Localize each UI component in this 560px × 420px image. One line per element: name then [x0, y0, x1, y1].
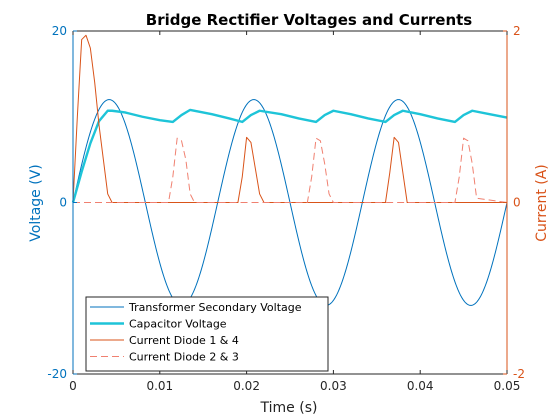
series-line-3 [72, 34, 507, 203]
x-tick-label: 0.03 [320, 379, 347, 393]
x-tick-label: 0.01 [146, 379, 173, 393]
y-right-tick-label: 2 [513, 24, 521, 38]
legend-label-2: Capacitor Voltage [129, 318, 227, 331]
y-left-tick-label: 20 [52, 24, 67, 38]
legend-box [85, 296, 329, 372]
legend-label-1: Transformer Secondary Voltage [128, 301, 302, 314]
series-line-4 [73, 137, 508, 203]
y-left-tick-label: 0 [59, 196, 67, 210]
x-tick-label: 0.04 [407, 379, 434, 393]
legend-label-3: Current Diode 1 & 4 [129, 334, 239, 347]
legend-label-4: Current Diode 2 & 3 [129, 351, 239, 364]
y-right-tick-label: 0 [513, 196, 521, 210]
y-left-tick-label: -20 [47, 367, 67, 381]
chart-title: Bridge Rectifier Voltages and Currents [146, 11, 473, 29]
x-axis-label: Time (s) [260, 400, 318, 416]
y-axis-right-label: Current (A) [534, 164, 550, 242]
y-right-tick-label: -2 [513, 367, 525, 381]
x-tick-label: 0.02 [233, 379, 260, 393]
x-tick-label: 0.05 [494, 379, 521, 393]
series-line-2 [71, 108, 508, 203]
y-axis-left-label: Voltage (V) [28, 164, 44, 241]
x-tick-label: 0 [69, 379, 77, 393]
